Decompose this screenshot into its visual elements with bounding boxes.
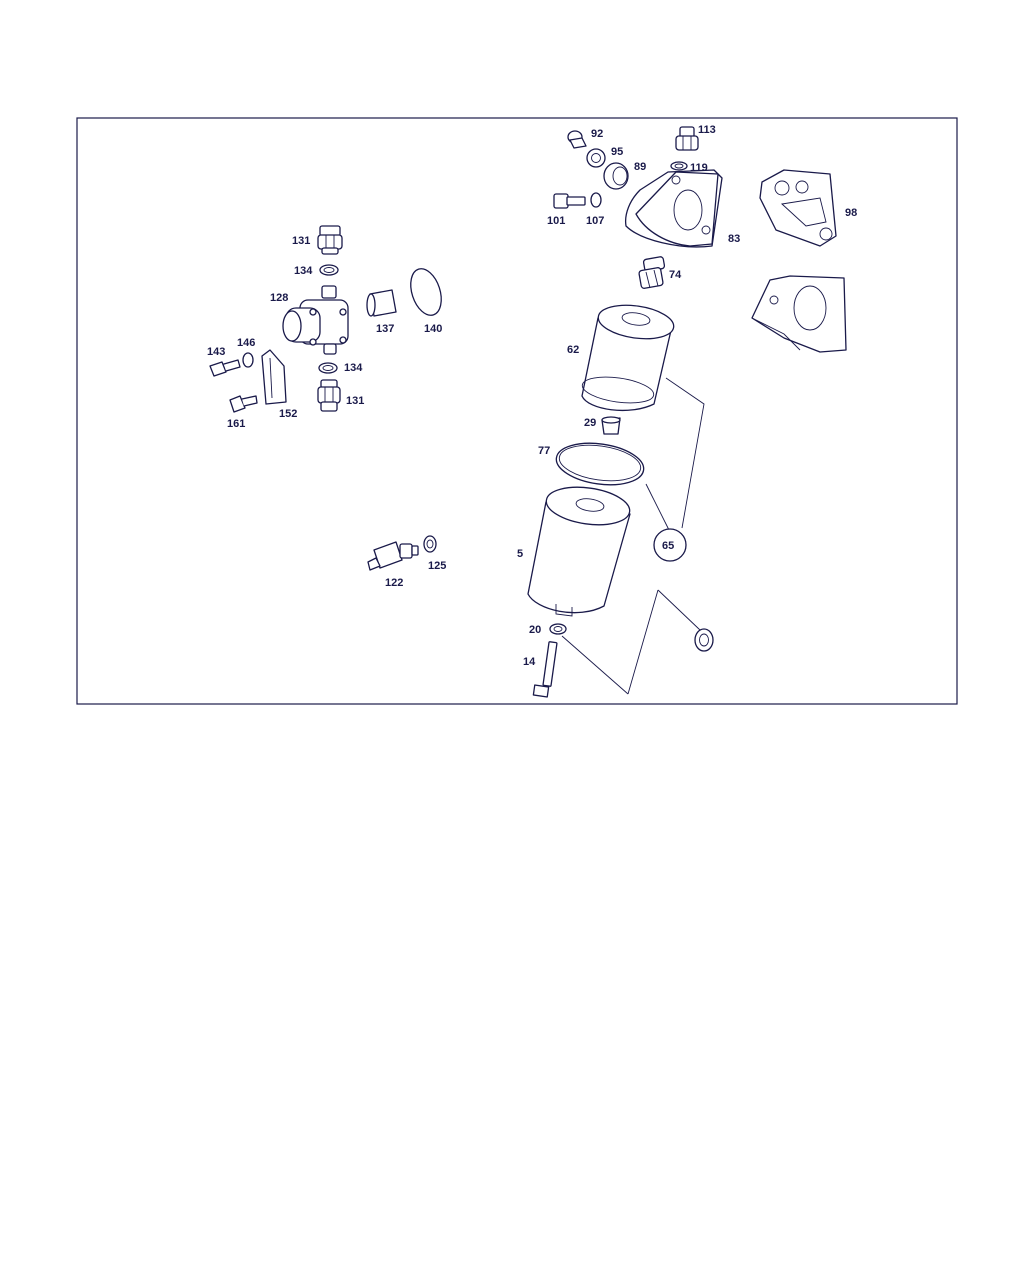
part-98-gasket bbox=[759, 169, 837, 247]
callout-143: 143 bbox=[207, 346, 225, 358]
callout-125: 125 bbox=[428, 560, 446, 572]
callout-119: 119 bbox=[690, 162, 708, 174]
callout-131-top: 131 bbox=[292, 235, 310, 247]
part-20-washer bbox=[549, 623, 567, 635]
part-125-washer bbox=[423, 535, 437, 553]
part-74-threaded-nipple bbox=[638, 256, 666, 289]
callout-134-bottom: 134 bbox=[344, 362, 363, 374]
part-29-grommet bbox=[601, 416, 621, 435]
part-83-filter-housing-gasket bbox=[624, 169, 723, 248]
callout-161: 161 bbox=[227, 418, 245, 430]
part-128-valve-housing bbox=[282, 285, 349, 355]
callout-83: 83 bbox=[728, 233, 740, 245]
part-101-screw bbox=[553, 193, 586, 209]
kit-65-leader-lines bbox=[561, 377, 705, 695]
part-131-top-fitting bbox=[317, 225, 343, 255]
part-89-plug bbox=[603, 162, 629, 190]
callout-20: 20 bbox=[529, 624, 541, 636]
callout-140: 140 bbox=[424, 323, 442, 335]
callout-74: 74 bbox=[669, 269, 682, 281]
part-107-nut bbox=[590, 192, 602, 208]
callout-113: 113 bbox=[698, 124, 716, 136]
callout-146: 146 bbox=[237, 337, 255, 349]
part-65-seal-ring bbox=[694, 628, 714, 652]
callout-107: 107 bbox=[586, 215, 604, 227]
callout-92: 92 bbox=[591, 128, 603, 140]
callout-137: 137 bbox=[376, 323, 394, 335]
callout-14: 14 bbox=[523, 656, 536, 668]
diagram-frame bbox=[76, 117, 958, 705]
part-95-ring bbox=[586, 148, 606, 168]
callout-131-bottom: 131 bbox=[346, 395, 364, 407]
callout-77: 77 bbox=[538, 445, 550, 457]
callout-128: 128 bbox=[270, 292, 288, 304]
callout-95: 95 bbox=[611, 146, 623, 158]
callout-122: 122 bbox=[385, 577, 403, 589]
callout-89: 89 bbox=[634, 161, 646, 173]
part-14-center-bolt bbox=[532, 641, 558, 698]
part-137-plug bbox=[366, 289, 397, 317]
part-146-washer bbox=[242, 352, 254, 368]
part-143-bolt bbox=[209, 359, 241, 377]
part-housing-bracket bbox=[751, 275, 847, 353]
part-131-bottom-fitting bbox=[317, 379, 341, 412]
callout-101: 101 bbox=[547, 215, 565, 227]
callout-29: 29 bbox=[584, 417, 596, 429]
callout-5: 5 bbox=[517, 548, 523, 560]
callout-62: 62 bbox=[567, 344, 579, 356]
callout-134-top: 134 bbox=[294, 265, 313, 277]
part-134-bottom-washer bbox=[318, 362, 338, 374]
callout-152: 152 bbox=[279, 408, 297, 420]
part-134-top-washer bbox=[319, 264, 339, 276]
part-140-seal bbox=[410, 268, 442, 316]
part-161-bolt bbox=[229, 395, 258, 413]
part-119-washer bbox=[670, 161, 688, 171]
part-92-cap bbox=[567, 130, 587, 149]
callout-65: 65 bbox=[662, 540, 674, 552]
part-5-filter-housing bbox=[527, 486, 631, 617]
callout-98: 98 bbox=[845, 207, 857, 219]
part-62-filter-insert bbox=[581, 304, 675, 412]
part-122-oil-pressure-sender bbox=[367, 541, 419, 571]
part-113-fitting bbox=[675, 126, 699, 151]
part-77-o-ring bbox=[555, 442, 645, 486]
kit-65-circle bbox=[653, 528, 687, 562]
part-152-bracket bbox=[261, 349, 287, 405]
